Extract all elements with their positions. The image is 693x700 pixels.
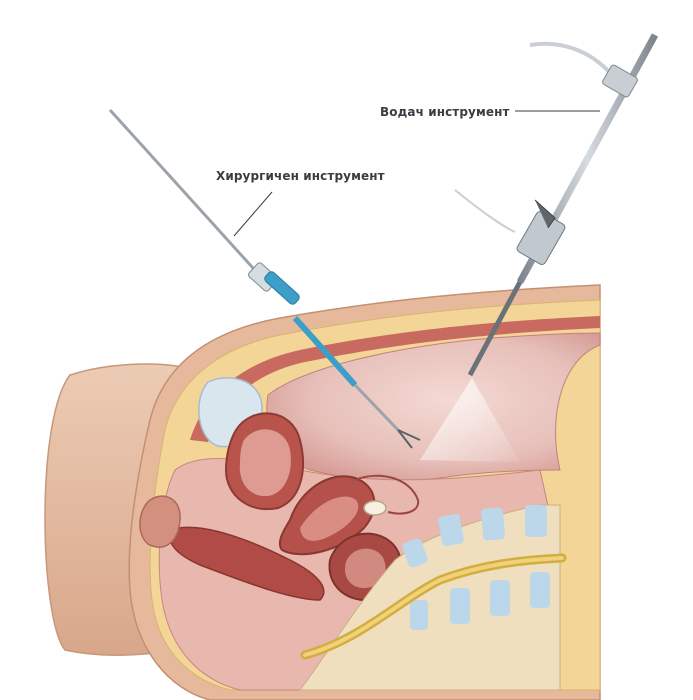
uterus-cavity [300,496,359,541]
abdominal-cavity [266,332,601,482]
perineum [139,495,181,548]
fallopian-tube [354,474,420,515]
guide-instrument [454,33,659,377]
light-beam [420,378,520,462]
vaginal-canal [168,526,325,601]
surgical-leader-line [233,191,273,237]
bladder-lumen [239,429,291,497]
guide-instrument-label: Водач инструмент [380,105,510,119]
abdominal-muscle [190,316,600,442]
surgical-instrument-label: Хирургичен инструмент [216,169,385,183]
vertebral-discs [402,505,547,568]
lower-vertebrae [410,572,550,630]
surgical-instrument [108,108,421,449]
rectum-lumen [344,548,386,588]
sacrum [299,504,561,691]
ovary [363,500,387,516]
